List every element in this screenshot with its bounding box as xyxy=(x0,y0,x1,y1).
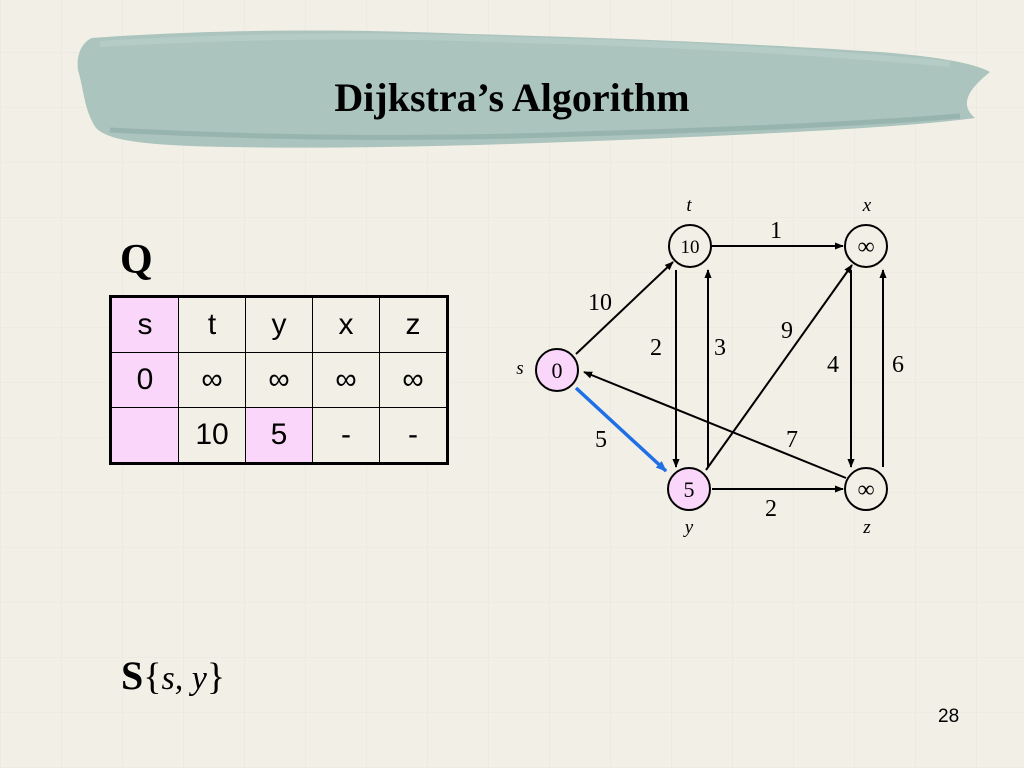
table-row: s t y x z xyxy=(110,296,448,353)
title-banner xyxy=(77,30,990,148)
table-cell: ∞ xyxy=(379,352,448,408)
table-row: 0 ∞ ∞ ∞ ∞ xyxy=(110,352,448,408)
node-z: ∞ z xyxy=(844,467,888,538)
edge-weight-t-y: 2 xyxy=(650,335,662,361)
node-x-value: ∞ xyxy=(857,234,874,260)
edge-weight-s-y: 5 xyxy=(595,427,607,453)
table-header-cell: z xyxy=(379,296,448,353)
table-row: 10 5 - - xyxy=(110,407,448,464)
edge-weight-z-s: 7 xyxy=(786,427,798,453)
node-x-label: x xyxy=(862,195,872,216)
edge-weight-y-t: 3 xyxy=(714,335,726,361)
table-cell: - xyxy=(379,407,448,464)
node-s-label: s xyxy=(516,358,523,379)
table-cell xyxy=(110,407,179,464)
edge-weight-y-x: 9 xyxy=(781,318,793,344)
node-z-value: ∞ xyxy=(857,477,874,503)
edge-s-t xyxy=(575,261,674,355)
edge-y-x xyxy=(705,264,853,471)
table-cell: ∞ xyxy=(245,352,313,408)
priority-queue-table: s t y x z 0 ∞ ∞ ∞ ∞ 10 5 - - xyxy=(109,295,449,465)
visited-set: S{s, y} xyxy=(121,652,225,699)
node-y-label: y xyxy=(683,517,694,538)
table-cell: 10 xyxy=(178,407,246,464)
node-y-value: 5 xyxy=(684,477,695,502)
queue-label: Q xyxy=(120,237,153,283)
table-cell: 5 xyxy=(245,407,313,464)
visited-set-open-brace: { xyxy=(143,656,162,698)
table-cell: 0 xyxy=(110,352,179,408)
edge-s-y xyxy=(574,386,668,473)
node-y: 5 y xyxy=(667,467,711,538)
table-cell: - xyxy=(312,407,380,464)
edge-weight-x-z: 4 xyxy=(827,352,839,378)
slide-title: Dijkstra’s Algorithm xyxy=(334,75,690,120)
table-header-cell: y xyxy=(245,296,313,353)
edge-z-s xyxy=(583,371,847,479)
table-header-cell: t xyxy=(178,296,246,353)
table-header-cell: x xyxy=(312,296,380,353)
node-s-value: 0 xyxy=(552,358,563,383)
visited-set-close-brace: } xyxy=(206,656,226,698)
edge-weight-z-x: 6 xyxy=(892,352,904,378)
node-t-label: t xyxy=(686,195,692,216)
node-t: 10 t xyxy=(668,195,712,268)
node-x: ∞ x xyxy=(844,195,888,268)
edge-weight-y-z: 2 xyxy=(765,496,777,522)
node-z-label: z xyxy=(862,517,871,538)
page-number: 28 xyxy=(938,706,960,727)
visited-set-label: S xyxy=(121,653,144,698)
edge-weight-s-t: 10 xyxy=(588,290,612,316)
node-t-value: 10 xyxy=(681,237,700,258)
node-s: 0 s xyxy=(516,348,579,392)
visited-set-members: s, y xyxy=(161,660,207,697)
edge-weight-t-x: 1 xyxy=(770,218,782,244)
table-cell: ∞ xyxy=(312,352,380,408)
